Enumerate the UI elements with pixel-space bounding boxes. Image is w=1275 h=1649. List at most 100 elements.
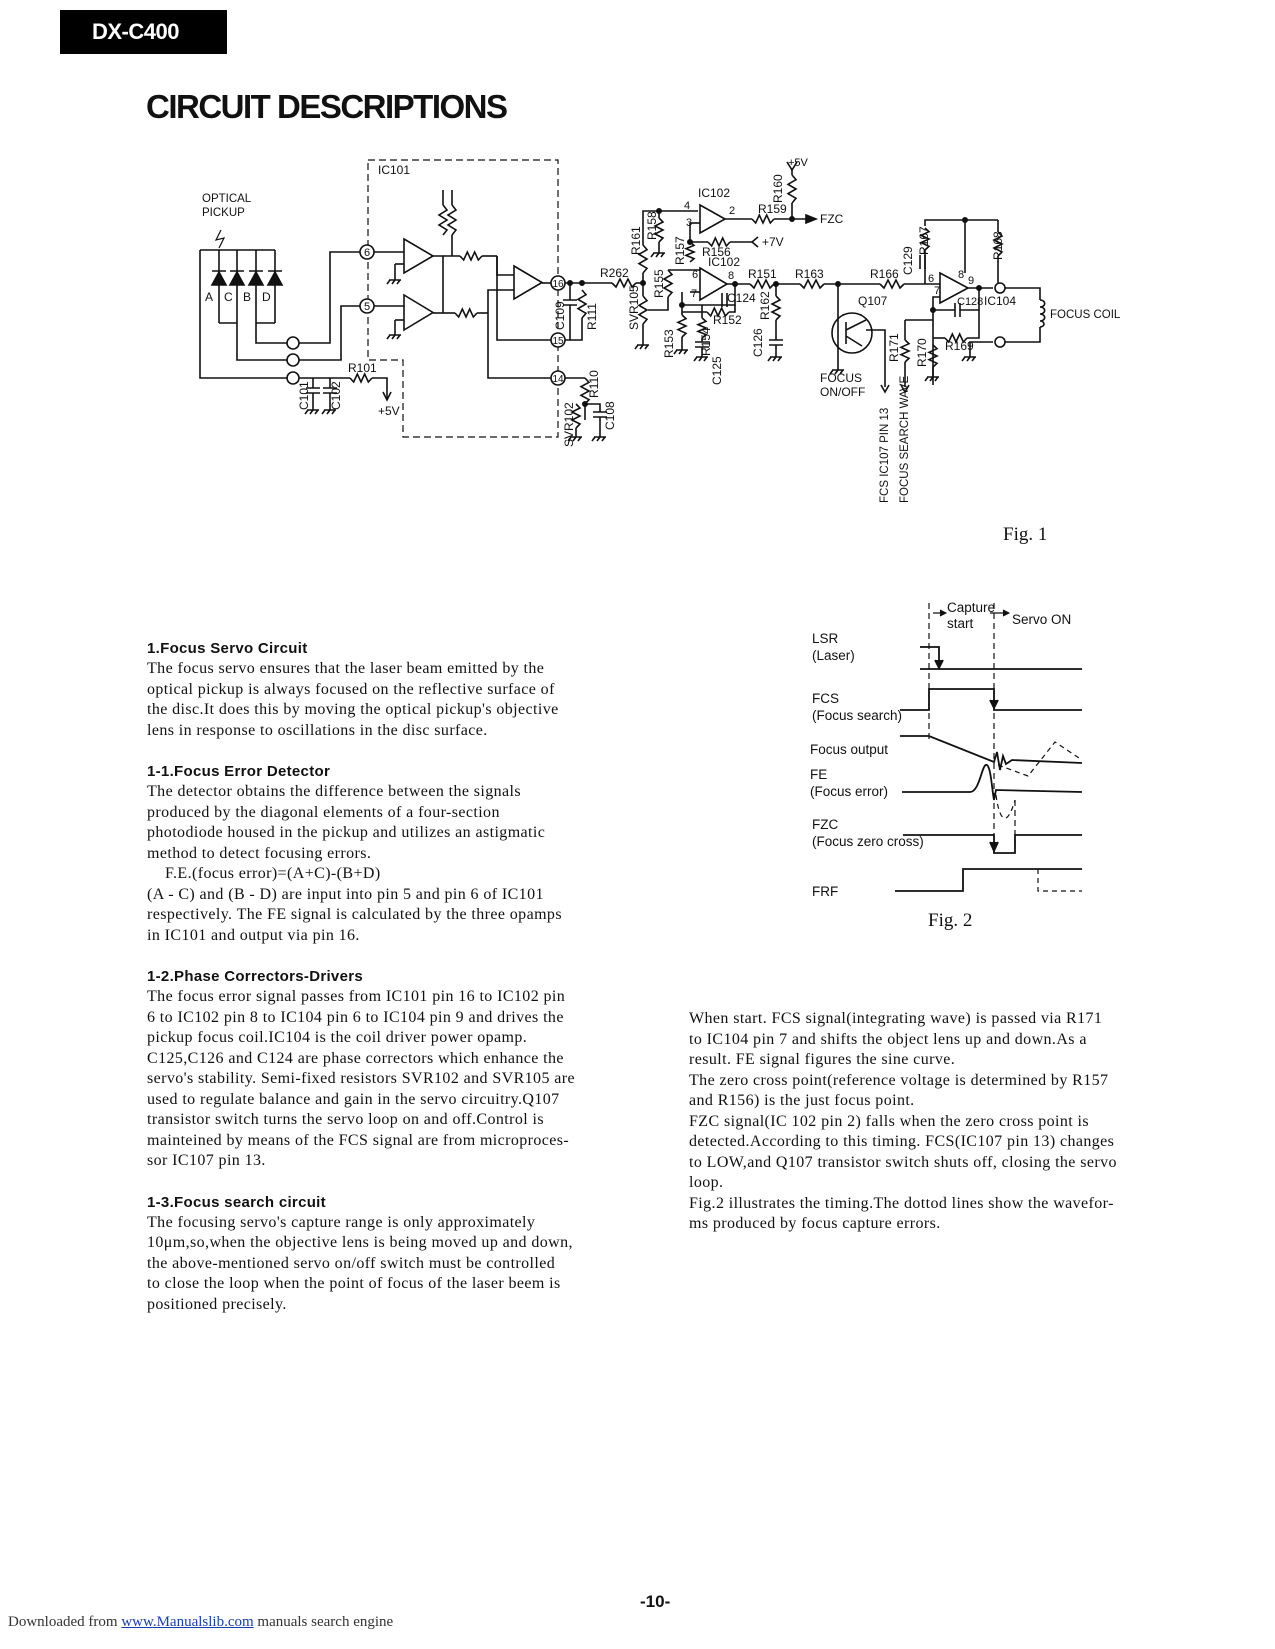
output-terminal <box>994 336 1006 348</box>
text-line: detected.According to this timing. FCS(I… <box>689 1133 1115 1150</box>
ground-icon <box>961 352 976 362</box>
manualslib-link[interactable]: www.Manualslib.com <box>121 1614 254 1630</box>
text-line: The focusing servo's capture range is on… <box>147 1213 536 1231</box>
text-line: sor IC107 pin 13. <box>147 1152 266 1169</box>
footer-suffix: manuals search engine <box>253 1614 394 1630</box>
schematic-label: R170 <box>915 338 929 367</box>
schematic-label: C101 <box>297 381 311 410</box>
schematic-label: R163 <box>795 267 824 281</box>
schematic-label: C129 <box>901 246 915 275</box>
arrow-icon <box>989 699 999 711</box>
resistor-r168 <box>992 231 1004 257</box>
junction-dot <box>578 279 585 286</box>
waveform-frf <box>895 868 1082 892</box>
arrow-icon <box>934 659 944 671</box>
schematic-label: C125 <box>710 356 724 385</box>
schematic-label: R153 <box>662 329 676 358</box>
footer: Downloaded from www.Manualslib.com manua… <box>8 1614 393 1631</box>
schematic-label: OPTICAL <box>202 193 252 205</box>
wire <box>866 329 886 387</box>
text-line: transistor switch turns the servo loop o… <box>147 1111 544 1128</box>
opamp-ic104 <box>939 271 970 305</box>
opamp-ic102-b <box>699 266 729 302</box>
schematic-label: FOCUS SEARCH WAVE <box>899 376 911 503</box>
schematic-label: R157 <box>673 236 687 265</box>
schematic-label: R158 <box>645 211 659 240</box>
potentiometer-svr105 <box>637 295 649 325</box>
resistor-symbol <box>459 250 483 262</box>
wire <box>487 289 514 313</box>
photodiode-icon <box>228 270 246 286</box>
arrow-icon <box>989 841 999 854</box>
text-line: lens in response to oscillations in the … <box>147 721 488 739</box>
schematic-label: IC104 <box>984 294 1016 308</box>
text-line: servo's stability. Semi-fixed resistors … <box>147 1070 575 1087</box>
signal-lsr-desc: (Laser) <box>812 648 855 663</box>
text-line: method to detect focusing errors. <box>147 844 372 862</box>
ic101-outline <box>367 159 559 438</box>
text-line: Fig.2 illustrates the timing.The dottod … <box>689 1194 1114 1212</box>
resistor-r158 <box>653 217 665 243</box>
waveform-fcs <box>900 688 1082 711</box>
schematic-label: C <box>224 290 233 304</box>
ground-icon <box>673 345 688 355</box>
schematic-label: R171 <box>887 333 901 362</box>
schematic-label: R169 <box>945 339 974 353</box>
opamp-2 <box>403 293 435 332</box>
text-line: to IC104 pin 7 and shifts the object len… <box>689 1030 1087 1048</box>
paragraph-focus-error-detector: The detector obtains the difference betw… <box>147 782 644 946</box>
text-line: the above-mentioned servo on/off switch … <box>147 1254 556 1272</box>
schematic-label: SVR102 <box>562 402 576 447</box>
variable-resistor-svr102 <box>570 403 582 429</box>
paragraph-focus-search: The focusing servo's capture range is on… <box>147 1213 644 1316</box>
schematic-label: 8 <box>728 270 734 282</box>
schematic-label: C124 <box>727 291 756 305</box>
waveform-fzc <box>903 834 1082 854</box>
connector-terminal <box>286 336 300 350</box>
schematic-label: 7 <box>691 288 697 300</box>
resistor-r101 <box>349 372 373 384</box>
schematic-label: +7V <box>762 235 784 249</box>
schematic-label: C126 <box>751 328 765 357</box>
resistor-r169 <box>944 332 968 344</box>
text-line: produced by the diagonal elements of a f… <box>147 803 500 821</box>
connector-terminal <box>286 353 300 367</box>
resistor-r154 <box>695 317 709 339</box>
capacitor-symbol <box>721 293 728 307</box>
wire <box>1005 287 1041 300</box>
resistor-r162 <box>770 295 782 321</box>
resistor-r159 <box>751 213 775 225</box>
schematic-label: C102 <box>329 381 343 410</box>
signal-lsr-name: LSR <box>812 631 839 646</box>
ground-icon <box>829 365 844 375</box>
ground-icon <box>386 275 401 285</box>
wire <box>648 297 669 311</box>
waveform-frf-dashed <box>1037 869 1082 892</box>
section-heading-focus-search: 1-3.Focus search circuit <box>147 1193 326 1211</box>
wire <box>585 403 601 412</box>
ground-icon <box>767 352 782 362</box>
text-line: respectively. The FE signal is calculate… <box>147 906 562 923</box>
signal-fcs-desc: (Focus search) <box>812 708 902 723</box>
ground-icon <box>321 405 336 415</box>
signal-fe-desc: (Focus error) <box>810 784 888 799</box>
resistor-r152 <box>706 306 730 318</box>
section-heading-phase-correctors: 1-2.Phase Correctors-Drivers <box>147 968 363 985</box>
schematic-label: 6 <box>364 247 370 259</box>
wire <box>299 251 360 344</box>
signal-fzc-desc: (Focus zero cross) <box>812 834 924 849</box>
schematic-label: R151 <box>748 267 777 281</box>
ground-icon <box>386 330 401 340</box>
right-column: When start. FCS signal(integrating wave)… <box>689 1009 1186 1255</box>
schematic-label: D <box>262 290 271 304</box>
schematic-label: 15 <box>552 336 564 347</box>
schematic-label: 6 <box>928 273 934 285</box>
signal-fe-name: FE <box>810 767 827 782</box>
schematic-label: IC102 <box>698 186 730 200</box>
junction-dot <box>731 280 738 287</box>
left-column: 1.Focus Servo Circuit The focus servo en… <box>147 638 644 1335</box>
schematic-label: 5 <box>364 301 370 313</box>
text-line: optical pickup is always focused on the … <box>147 680 555 698</box>
arrow-icon <box>382 391 392 402</box>
ground-icon <box>567 432 582 442</box>
